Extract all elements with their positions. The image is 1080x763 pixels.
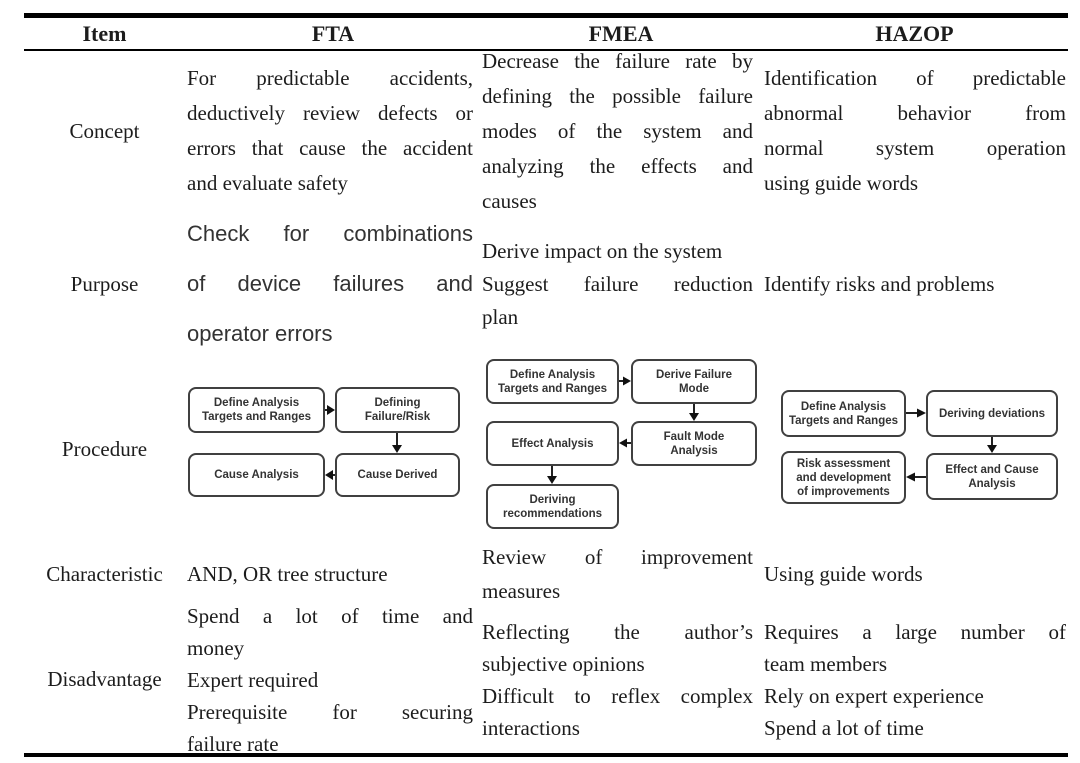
text-line: Derive impact on the system: [482, 238, 723, 263]
column-header-hazop: HAZOP: [761, 18, 1068, 51]
purpose-hazop-cell: Identify risks and problems: [761, 211, 1068, 357]
text-line: money: [187, 635, 245, 660]
concept-fta-cell: For predictable accidents, deductively re…: [185, 51, 481, 211]
text-line: abnormal behavior from: [764, 101, 1066, 125]
fmea-procedure-flowchart: Define Analysis Targets and Ranges Deriv…: [481, 357, 761, 542]
flow-box-deriving-recommendations: Deriving recommendations: [486, 484, 619, 529]
text-line: using guide words: [764, 171, 918, 195]
flow-box-define-analysis: Define Analysis Targets and Ranges: [486, 359, 619, 404]
arrow-head-right: [623, 376, 631, 386]
text-line: Check for combinations: [187, 221, 473, 246]
characteristic-fmea-cell: Review of improvement measures: [481, 542, 761, 606]
arrow-head-down: [689, 413, 699, 421]
purpose-fta-cell: Check for combinations of device failures…: [185, 211, 481, 357]
text-line: operator errors: [187, 321, 333, 346]
flow-box-defining-failure-risk: Defining Failure/Risk: [335, 387, 460, 433]
text-line: Reflecting the author’s: [482, 619, 753, 644]
arrow-head-left: [619, 438, 627, 448]
text-line: Requires a large number of: [764, 619, 1066, 644]
concept-fmea-cell: Decrease the failure rate by defining the…: [481, 49, 761, 213]
text-line: AND, OR tree structure: [187, 562, 388, 586]
flow-box-deriving-deviations: Deriving deviations: [926, 390, 1058, 437]
text-line: Rely on expert experience: [764, 683, 984, 708]
hazop-procedure-flowchart: Define Analysis Targets and Ranges Deriv…: [761, 357, 1068, 542]
column-header-item: Item: [24, 18, 185, 51]
hazop-flow-arrows: [906, 408, 997, 482]
arrow-head-left: [325, 470, 333, 480]
text-line: defining the possible failure: [482, 83, 753, 108]
text-line: Decrease the failure rate by: [482, 48, 753, 73]
row-label-disadvantage: Disadvantage: [47, 667, 162, 691]
text-line: of device failures and: [187, 271, 473, 296]
text-line: Review of improvement: [482, 545, 753, 569]
text-line: modes of the system and: [482, 118, 753, 143]
text-line: Using guide words: [764, 562, 923, 586]
text-line: Expert required: [187, 667, 319, 692]
fta-flow-arrows: [325, 405, 402, 480]
text-line: failure rate: [187, 731, 279, 756]
fta-procedure-flowchart: Define Analysis Targets and Ranges Defin…: [185, 357, 481, 542]
characteristic-fta-cell: AND, OR tree structure: [185, 542, 481, 606]
text-line: Difficult to reflex complex: [482, 683, 753, 708]
text-line: Spend a lot of time and: [187, 603, 473, 628]
text-line: normal system operation: [764, 136, 1066, 160]
text-line: errors that cause the accident: [187, 136, 473, 160]
row-label-purpose: Purpose: [70, 271, 139, 296]
arrow-head-left: [906, 472, 915, 482]
arrow-head-right: [917, 408, 926, 418]
arrow-head-down: [392, 445, 402, 453]
text-line: subjective opinions: [482, 651, 645, 676]
flow-box-effect-and-cause-analysis: Effect and Cause Analysis: [926, 453, 1058, 500]
arrow-head-right: [327, 405, 335, 415]
text-line: Identify risks and problems: [764, 271, 995, 296]
flow-box-define-analysis: Define Analysis Targets and Ranges: [188, 387, 325, 433]
row-label-concept: Concept: [69, 118, 140, 143]
fmea-flow-arrows: [547, 376, 699, 484]
column-header-fta: FTA: [185, 18, 481, 51]
flow-box-effect-analysis: Effect Analysis: [486, 421, 619, 466]
comparison-table: Item FTA FMEA HAZOP Concept For predicta…: [24, 13, 1068, 757]
text-line: Suggest failure reduction: [482, 271, 753, 296]
text-line: and evaluate safety: [187, 171, 348, 195]
characteristic-hazop-cell: Using guide words: [761, 542, 1068, 606]
column-header-fmea: FMEA: [481, 18, 761, 51]
text-line: analyzing the effects and: [482, 153, 753, 178]
text-line: deductively review defects or: [187, 101, 473, 125]
text-line: For predictable accidents,: [187, 66, 473, 90]
flow-box-derive-failure-mode: Derive Failure Mode: [631, 359, 757, 404]
flow-box-cause-analysis: Cause Analysis: [188, 453, 325, 497]
arrow-head-down: [987, 445, 997, 453]
flow-box-cause-derived: Cause Derived: [335, 453, 460, 497]
row-label-characteristic: Characteristic: [46, 561, 163, 586]
text-line: Prerequisite for securing: [187, 699, 473, 724]
row-label-procedure: Procedure: [61, 437, 148, 461]
arrow-head-down: [547, 476, 557, 484]
flow-box-risk-assessment: Risk assessment and development of impro…: [781, 451, 906, 504]
text-line: plan: [482, 304, 519, 329]
text-line: Spend a lot of time: [764, 715, 924, 740]
text-line: Identification of predictable: [764, 66, 1066, 90]
disadvantage-fmea-cell: Reflecting the author’s subjective opinio…: [481, 606, 761, 753]
text-line: interactions: [482, 715, 580, 740]
text-line: measures: [482, 579, 561, 603]
flow-box-fault-mode-analysis: Fault Mode Analysis: [631, 421, 757, 466]
flow-box-define-analysis: Define Analysis Targets and Ranges: [781, 390, 906, 437]
text-line: causes: [482, 188, 537, 213]
text-line: team members: [764, 651, 888, 676]
concept-hazop-cell: Identification of predictable abnormal be…: [761, 51, 1068, 211]
